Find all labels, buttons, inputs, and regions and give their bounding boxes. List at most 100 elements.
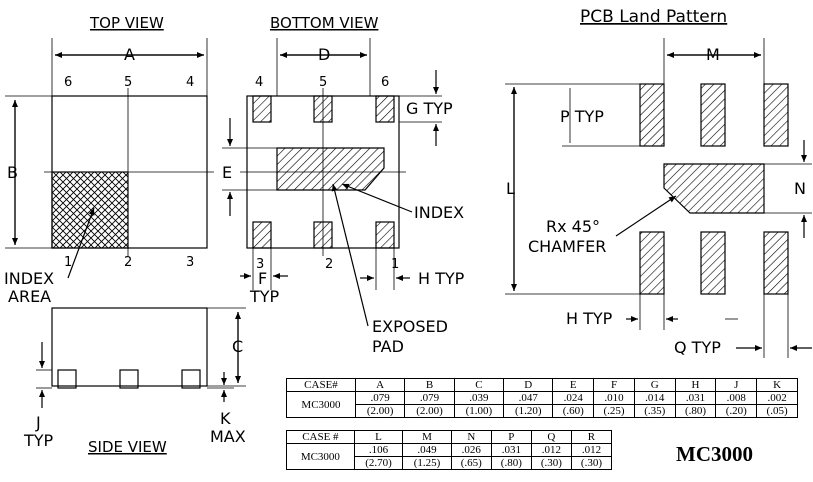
table-cell: G xyxy=(633,378,676,392)
bottom-pad-1 xyxy=(375,221,395,249)
table-cell: (.30) xyxy=(530,456,572,470)
table-cell: (.05) xyxy=(756,404,798,418)
table-cell: .049 xyxy=(402,443,452,457)
table-cell: .031 xyxy=(490,443,532,457)
bottom-view-title: BOTTOM VIEW xyxy=(270,14,379,32)
dim-b: B xyxy=(7,163,18,182)
table-cell: (.65) xyxy=(450,456,492,470)
exposed-pad-label-2: PAD xyxy=(372,337,404,356)
table-cell: D xyxy=(503,378,554,392)
dim-a: A xyxy=(124,45,135,64)
table-cell: (.20) xyxy=(715,404,758,418)
table-cell: MC3000 xyxy=(286,391,356,418)
dim-d: D xyxy=(318,45,330,64)
chamfer-label-1: Rx 45° xyxy=(546,217,600,236)
side-lead-3 xyxy=(181,369,201,389)
bottom-pin-3: 3 xyxy=(256,257,264,272)
table-cell: (.80) xyxy=(490,456,532,470)
table-cell: N xyxy=(450,430,492,444)
bottom-pin-6: 6 xyxy=(381,75,389,90)
dim-h-typ-pcb: H TYP xyxy=(566,309,613,328)
table-cell: .047 xyxy=(503,391,554,405)
table-cell: R xyxy=(570,430,613,444)
index-label: INDEX xyxy=(414,203,464,222)
part-number-title: MC3000 xyxy=(676,442,753,466)
dimension-table-1: CASE# A B C D E F G H J K MC3000 .079 .0… xyxy=(286,378,798,418)
table-cell: .014 xyxy=(633,391,676,405)
top-pin-5: 5 xyxy=(124,75,132,90)
table-cell: F xyxy=(593,378,635,392)
dim-k: K xyxy=(220,409,231,428)
top-pin-2: 2 xyxy=(124,255,132,270)
table-cell: (.25) xyxy=(593,404,635,418)
dim-l: L xyxy=(506,179,515,198)
table-cell: H xyxy=(674,378,717,392)
dimension-table-2: CASE # L M N P Q R MC3000 .106 .049 .026… xyxy=(286,430,613,470)
table-cell: (.80) xyxy=(674,404,717,418)
side-view-body xyxy=(51,307,208,387)
bottom-pad-3 xyxy=(252,221,272,249)
bottom-pad-4 xyxy=(252,95,272,123)
table-cell: .012 xyxy=(570,443,613,457)
table-cell: K xyxy=(756,378,798,392)
table-cell: .079 xyxy=(354,391,406,405)
table-cell: Q xyxy=(530,430,572,444)
side-lead-2 xyxy=(119,369,139,389)
exposed-pad-label-1: EXPOSED xyxy=(372,317,448,336)
table-cell: .008 xyxy=(715,391,758,405)
table-cell: .024 xyxy=(552,391,595,405)
top-view-title: TOP VIEW xyxy=(89,14,164,32)
chamfer-label-2: CHAMFER xyxy=(528,237,606,256)
dim-f-typ: TYP xyxy=(249,287,280,306)
table-cell: (1.00) xyxy=(453,404,505,418)
table-cell: .002 xyxy=(756,391,798,405)
index-area-label-1: INDEX xyxy=(4,269,54,288)
side-lead-1 xyxy=(57,369,77,389)
index-area-label-2: AREA xyxy=(8,287,51,306)
table-cell: (2.00) xyxy=(404,404,455,418)
table-cell: .079 xyxy=(404,391,455,405)
dim-g-typ: G TYP xyxy=(406,99,453,118)
table-cell: (2.70) xyxy=(353,456,404,470)
table-cell: E xyxy=(552,378,595,392)
table-cell: C xyxy=(453,378,505,392)
dim-f: F xyxy=(258,269,267,288)
table-cell: .106 xyxy=(353,443,404,457)
dim-e: E xyxy=(222,163,232,182)
table-cell: (.30) xyxy=(570,456,613,470)
top-pin-6: 6 xyxy=(64,75,72,90)
pcb-pad-top-right xyxy=(763,83,789,147)
table-cell: .026 xyxy=(450,443,492,457)
pcb-pad-bot-right xyxy=(763,231,789,295)
dim-m: M xyxy=(706,45,720,64)
table-cell: CASE # xyxy=(286,430,355,444)
bottom-pin-5: 5 xyxy=(319,75,327,90)
table-cell: (.35) xyxy=(633,404,676,418)
exposed-pad xyxy=(276,147,385,191)
table-cell: (1.20) xyxy=(503,404,554,418)
pcb-center-pad xyxy=(663,163,765,214)
table-cell: (2.00) xyxy=(354,404,406,418)
table-cell: J xyxy=(715,378,758,392)
table-cell: L xyxy=(353,430,404,444)
table-cell: P xyxy=(490,430,532,444)
table-cell: MC3000 xyxy=(286,443,355,470)
table-cell: .039 xyxy=(453,391,505,405)
dim-c: C xyxy=(232,337,243,356)
pcb-title: PCB Land Pattern xyxy=(580,7,727,27)
table-cell: .010 xyxy=(593,391,635,405)
table-cell: .012 xyxy=(530,443,572,457)
top-pin-4: 4 xyxy=(186,75,194,90)
index-area-hatch xyxy=(51,171,129,249)
table-cell: M xyxy=(402,430,452,444)
dim-q-typ: Q TYP xyxy=(674,338,721,357)
pcb-pad-bot-mid xyxy=(700,231,726,295)
pcb-pad-bot-left xyxy=(639,231,665,295)
table-cell: .031 xyxy=(674,391,717,405)
side-view-title: SIDE VIEW xyxy=(88,438,167,456)
table-cell: (.60) xyxy=(552,404,595,418)
table-cell: (1.25) xyxy=(402,456,452,470)
dim-h-typ: H TYP xyxy=(418,269,465,288)
bottom-pin-4: 4 xyxy=(255,75,263,90)
